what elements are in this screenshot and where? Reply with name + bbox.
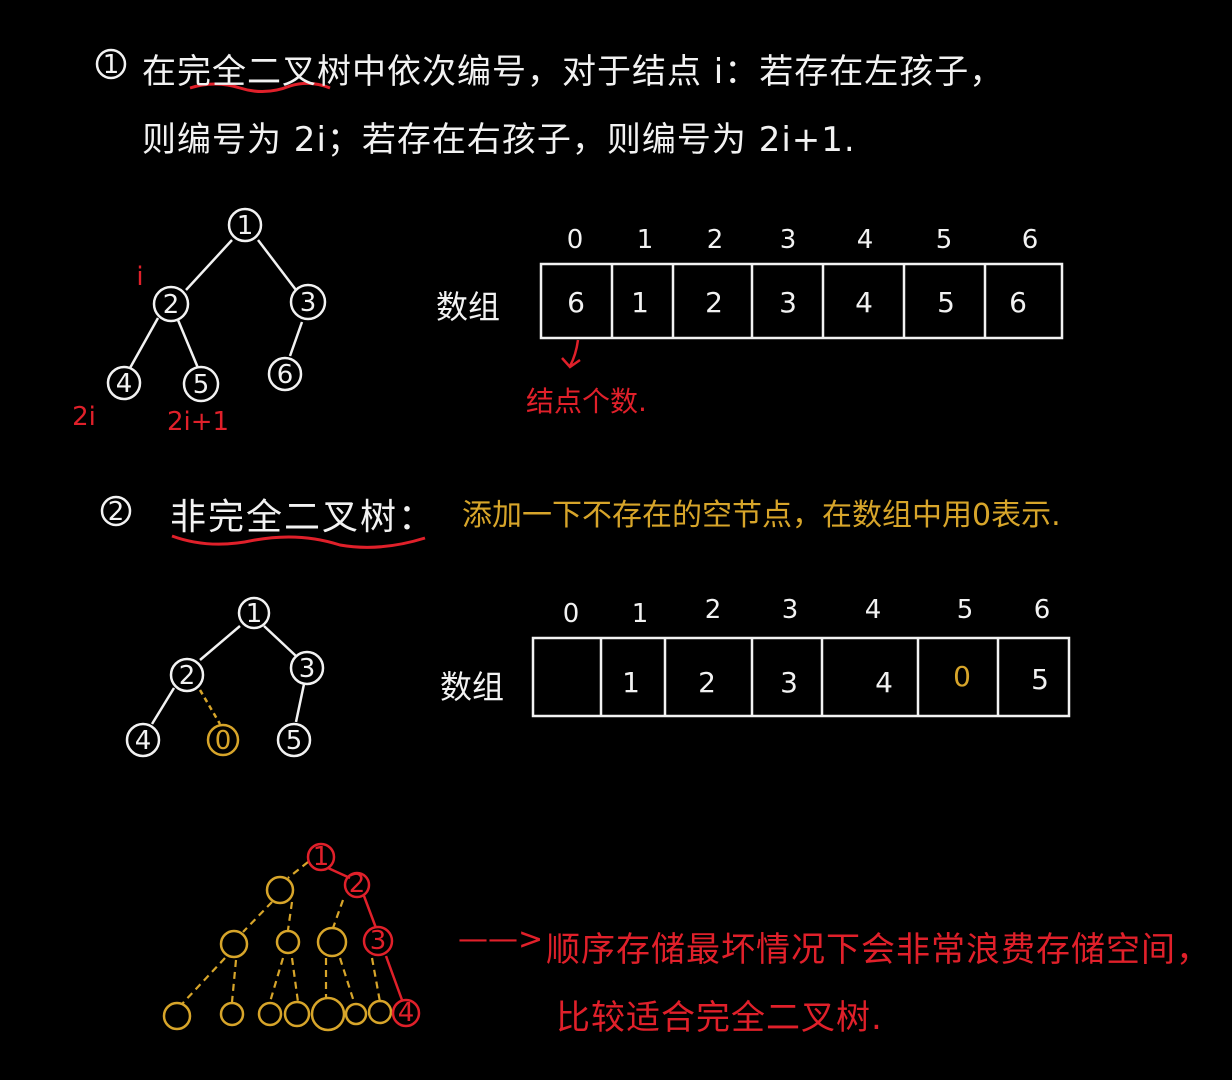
- tree2: [125, 596, 325, 758]
- tree2-label-2: 2: [179, 661, 196, 691]
- tree3-label-4: 4: [398, 998, 415, 1028]
- array2-index-2: 2: [705, 595, 722, 625]
- section2-marker-circle: [100, 495, 132, 527]
- array2-cell-2: 2: [698, 666, 716, 699]
- array1-cell-2: 2: [705, 286, 723, 319]
- array1-cell-5: 5: [937, 286, 955, 319]
- tree2-label-0: 0: [215, 726, 232, 756]
- array1-index-0: 0: [567, 225, 584, 255]
- array1-label: 数组: [436, 288, 501, 326]
- tree3-node-1: [306, 842, 336, 872]
- array2-grid: [531, 636, 1071, 718]
- section3-line2: 比较适合完全二叉树.: [556, 998, 883, 1038]
- tree1-note-2i1: 2i+1: [167, 407, 229, 437]
- tree2-node-3: [289, 650, 325, 686]
- section1-line2: 则编号为 2i；若存在右孩子，则编号为 2i+1.: [142, 120, 856, 160]
- array2-index-1: 1: [632, 599, 649, 629]
- tree1-label-3: 3: [300, 288, 317, 318]
- array2-label: 数组: [440, 668, 505, 706]
- section2-marker: 2: [108, 497, 125, 527]
- tree1-label-6: 6: [277, 360, 294, 390]
- tree1-note-2i: 2i: [72, 402, 96, 432]
- array1-cell-0: 6: [567, 286, 585, 319]
- section1-underline: [189, 81, 331, 93]
- array2-index-5: 5: [957, 595, 974, 625]
- section2-title: 非完全二叉树：: [170, 497, 437, 538]
- tree1-node-5: [182, 365, 220, 403]
- tree2-node-2: [169, 657, 205, 693]
- tree2-label-4: 4: [135, 726, 152, 756]
- section1-line1: 在完全二叉树中依次编号，对于结点 i：若存在左孩子，: [142, 52, 1005, 92]
- tree2-node-1: [237, 596, 271, 630]
- tree2-label-5: 5: [286, 726, 303, 756]
- tree3-empty-edges: [181, 861, 382, 1005]
- tree3-label-1: 1: [313, 842, 330, 872]
- tree3-empty-nodes: [162, 875, 393, 1032]
- array1-index-3: 3: [780, 225, 797, 255]
- tree1-node-1: [227, 207, 263, 243]
- array1-cell-3: 3: [779, 286, 797, 319]
- array2-cell-5: 0: [953, 660, 971, 693]
- array1-index-2: 2: [707, 225, 724, 255]
- section3-arrow: ——>: [458, 922, 544, 957]
- tree1-node-3: [289, 283, 327, 321]
- section1-marker-circle: [95, 48, 127, 80]
- tree3-node-2: [343, 871, 371, 899]
- array2-cell-4: 4: [875, 666, 893, 699]
- array1-arrow: [561, 339, 581, 369]
- section3-line1: 顺序存储最坏情况下会非常浪费存储空间，: [546, 930, 1211, 970]
- tree2-node-0: [206, 723, 240, 757]
- tree3-node-3: [362, 925, 394, 957]
- array2-index-4: 4: [865, 595, 882, 625]
- array1-grid: [539, 262, 1064, 340]
- tree1: [106, 207, 327, 403]
- tree2-node-5: [276, 722, 312, 758]
- array2-cell-3: 3: [780, 666, 798, 699]
- tree3-label-3: 3: [370, 926, 387, 956]
- section2-underline: [171, 534, 426, 549]
- tree1-label-5: 5: [193, 370, 210, 400]
- tree1-node-6: [267, 356, 303, 392]
- array1-cell-1: 1: [631, 286, 649, 319]
- array1-cell-6: 6: [1009, 286, 1027, 319]
- section1-marker: 1: [103, 50, 120, 80]
- array2-index-3: 3: [782, 595, 799, 625]
- array2-index-0: 0: [563, 599, 580, 629]
- tree3-node-4: [391, 998, 421, 1028]
- array1-index-6: 6: [1022, 225, 1039, 255]
- tree2-node-4: [125, 722, 161, 758]
- tree1-label-4: 4: [116, 369, 133, 399]
- tree1-node-4: [106, 365, 142, 401]
- array1-index-5: 5: [936, 225, 953, 255]
- array1-index-4: 4: [857, 225, 874, 255]
- tree3-path: [306, 842, 421, 1028]
- array1-index-1: 1: [637, 225, 654, 255]
- tree1-label-1: 1: [237, 211, 254, 241]
- tree2-label-1: 1: [246, 599, 263, 629]
- tree2-label-3: 3: [299, 654, 316, 684]
- array1-cell-4: 4: [855, 286, 873, 319]
- tree3-label-2: 2: [349, 869, 366, 899]
- array2-index-6: 6: [1034, 595, 1051, 625]
- section2-note: 添加一下不存在的空节点，在数组中用0表示.: [462, 498, 1061, 533]
- array1-note: 结点个数.: [526, 385, 647, 418]
- tree1-note-i: i: [136, 262, 143, 292]
- tree1-label-2: 2: [163, 290, 180, 320]
- array2-cell-1: 1: [622, 666, 640, 699]
- tree1-node-2: [152, 285, 190, 323]
- array2-cell-6: 5: [1031, 663, 1049, 696]
